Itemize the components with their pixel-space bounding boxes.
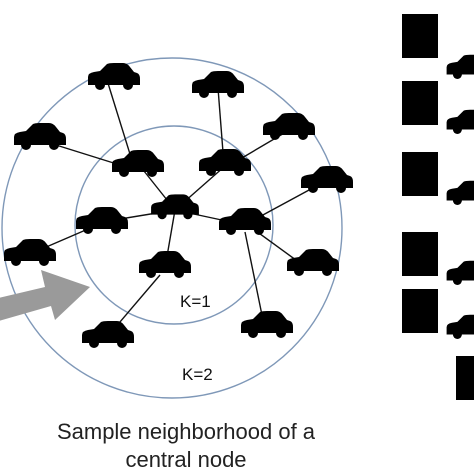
- feature-stack-icon: [402, 14, 438, 58]
- unsampled-car-icon: [287, 249, 339, 276]
- car-icon: [14, 123, 66, 150]
- caption-line-1: Sample neighborhood of a: [56, 419, 316, 444]
- feature-stack-icon: [456, 356, 474, 400]
- car-icon: [446, 260, 474, 285]
- k1-label: K=1: [180, 292, 211, 311]
- car-icon: [446, 54, 474, 79]
- central-car-icon: [151, 194, 199, 220]
- arrow-icon: [0, 270, 90, 321]
- caption-line-2: central node: [125, 447, 247, 472]
- feature-stack-icon: [402, 232, 438, 276]
- car-icon: [446, 180, 474, 205]
- unsampled-car-icon: [76, 207, 128, 234]
- unsampled-car-icon: [4, 239, 56, 266]
- car-icon: [301, 166, 353, 193]
- edge: [244, 231, 265, 326]
- k2-ring: [1, 57, 343, 399]
- unsampled-car-icon: [199, 149, 251, 176]
- car-icon: [219, 208, 271, 235]
- car-icon: [446, 314, 474, 339]
- feature-stack-icon: [402, 81, 438, 125]
- car-icon: [112, 150, 164, 177]
- k2-label: K=2: [182, 365, 213, 384]
- unsampled-car-icon: [263, 113, 315, 140]
- car-icon: [139, 251, 191, 278]
- car-icon: [446, 109, 474, 134]
- car-icon: [241, 311, 293, 338]
- k1-ring: [74, 125, 274, 325]
- feature-stack-icon: [402, 289, 438, 333]
- car-icon: [88, 63, 140, 90]
- car-icon: [82, 321, 134, 348]
- feature-stack-icon: [402, 152, 438, 196]
